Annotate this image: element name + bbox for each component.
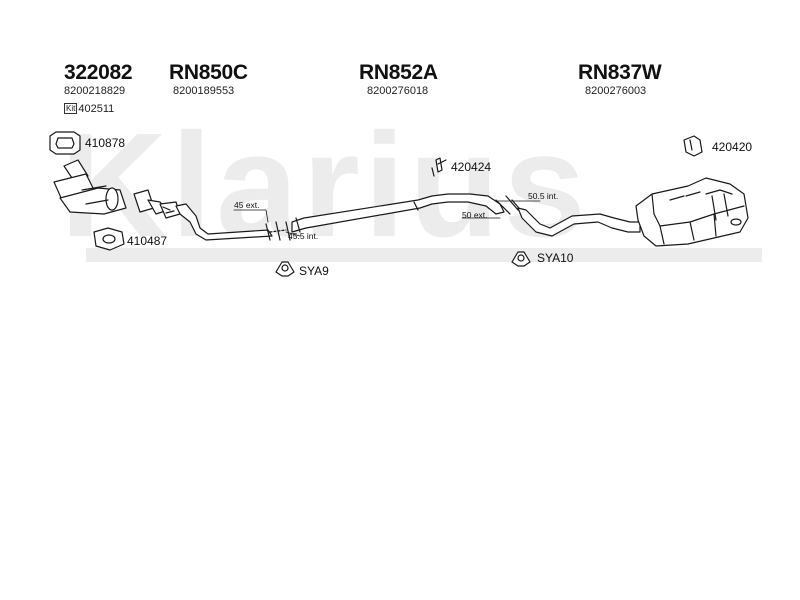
part-code-front-pipe: RN850C (169, 61, 248, 84)
joint-1 (265, 221, 291, 241)
fitting-label-420420: 420420 (712, 140, 753, 154)
oem-number-front-pipe: 8200189553 (173, 85, 235, 97)
hanger-icon (275, 261, 295, 277)
fitting-label-sya9: SYA9 (299, 264, 329, 278)
dimension-label: 45.5 int. (288, 231, 319, 241)
oem-number-center-pipe: 8200276018 (367, 85, 429, 97)
hanger-icon (511, 251, 531, 267)
center-pipe-part[interactable] (291, 193, 505, 233)
dimension-label: 50 ext. (462, 210, 488, 220)
watermark-bar (86, 248, 762, 262)
oem-number-catalyst: 8200218829 (64, 85, 126, 97)
part-code-catalyst: 322082 (64, 61, 133, 84)
ring-gasket-icon (93, 227, 125, 251)
fitting-label-410878: 410878 (85, 136, 126, 150)
kit-number-value: 402511 (78, 103, 115, 115)
brand-watermark: Klarius (60, 103, 590, 268)
kit-icon: Kit (64, 103, 78, 114)
dimension-label: 45 ext. (234, 200, 260, 210)
clamp-icon (431, 157, 447, 177)
fitting-label-420424: 420424 (451, 160, 492, 174)
part-code-rear-silencer: RN837W (578, 61, 662, 84)
front-pipe-part[interactable] (133, 189, 273, 241)
catalytic-converter-part[interactable] (53, 159, 127, 215)
rear-silencer-part[interactable] (517, 177, 749, 247)
fitting-label-410487: 410487 (127, 234, 168, 248)
gasket-icon (49, 131, 81, 155)
dimension-label: 50.5 int. (528, 191, 559, 201)
part-code-center-pipe: RN852A (359, 61, 438, 84)
oem-number-rear-silencer: 8200276003 (585, 85, 647, 97)
rubber-mount-icon (683, 135, 703, 157)
fitting-label-sya10: SYA10 (537, 251, 574, 265)
